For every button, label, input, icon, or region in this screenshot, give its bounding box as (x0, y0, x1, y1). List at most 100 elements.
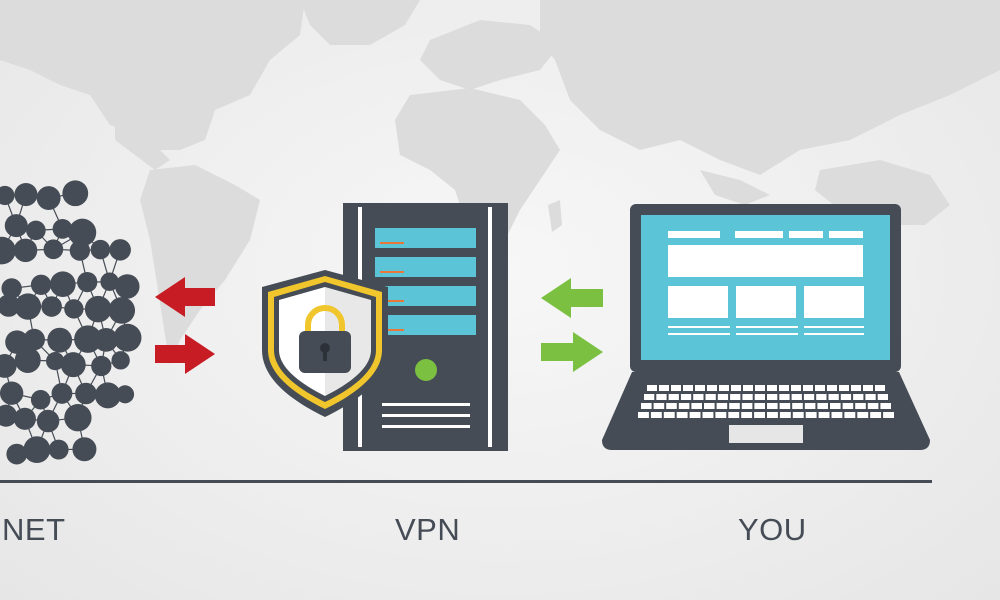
keyboard-key (767, 385, 777, 391)
screen-text-line-3 (736, 326, 798, 328)
keyboard-key (839, 385, 849, 391)
network-node (4, 214, 28, 238)
network-node (91, 355, 112, 377)
keyboard-key (779, 385, 789, 391)
network-node (6, 443, 28, 465)
red-arrow-left-icon (155, 277, 215, 317)
you-label: YOU (738, 512, 807, 547)
network-node (68, 218, 97, 247)
network-node (0, 236, 16, 265)
network-node (23, 436, 51, 464)
keyboard-key (719, 385, 729, 391)
keyboard-key (717, 394, 729, 400)
keyboard-key (842, 403, 854, 409)
keyboard-key (827, 385, 837, 391)
server-vent-1 (382, 403, 470, 406)
keyboard-key (855, 403, 866, 409)
keyboard-key (815, 385, 825, 391)
map-africa (395, 88, 560, 245)
keyboard-key (875, 385, 885, 391)
keyboard-key (767, 403, 778, 409)
network-node (94, 327, 118, 352)
network-node (1, 278, 22, 299)
network-node (41, 296, 62, 317)
map-north-america (0, 0, 305, 150)
keyboard-key (680, 394, 692, 400)
network-node (115, 274, 140, 299)
screen-card-1 (668, 286, 728, 318)
keyboard-key (716, 403, 728, 409)
padlock-shackle (305, 305, 345, 333)
keyboard-key (730, 394, 741, 400)
server-power-light (415, 359, 437, 381)
keyboard-key (880, 403, 891, 409)
server-drive-led-4 (380, 329, 404, 331)
network-node (0, 404, 18, 427)
keyboard-key (666, 403, 677, 409)
screen-text-line-2 (668, 333, 730, 335)
network-node (46, 351, 65, 371)
map-europe (420, 20, 560, 90)
keyboard-key (641, 403, 652, 409)
server-drive-led-1 (380, 242, 404, 244)
screen-hero-banner (668, 245, 863, 277)
server-drive-led-3 (380, 300, 404, 302)
keyboard-key (754, 394, 765, 400)
screen-text-line-1 (668, 326, 730, 328)
keyboard-key (650, 412, 662, 418)
keyboard-key (656, 394, 667, 400)
map-southeast-asia (700, 170, 770, 205)
screen-text-line-6 (804, 333, 864, 335)
network-node (60, 352, 86, 378)
keyboard-key (754, 403, 765, 409)
server-vent-2 (382, 414, 470, 417)
keyboard-key (754, 412, 765, 418)
server-drive-1 (375, 228, 476, 248)
network-node (52, 219, 73, 239)
keyboard-key (647, 385, 657, 391)
vpn-label: VPN (395, 512, 461, 547)
screen-nav-item-3 (829, 231, 863, 238)
network-node (14, 293, 42, 320)
network-node (84, 295, 112, 323)
keyboard-key (644, 394, 655, 400)
network-node (30, 274, 52, 295)
map-central-america (115, 120, 170, 170)
screen-nav-item-1 (735, 231, 783, 238)
padlock-keyhole (320, 343, 330, 353)
network-node (0, 354, 17, 378)
laptop-keyboard (638, 385, 894, 418)
network-node (0, 381, 24, 405)
keyboard-key (704, 403, 715, 409)
keyboard-key (851, 385, 861, 391)
network-node (36, 186, 61, 210)
green-arrow-right-icon (541, 332, 603, 372)
network-node (48, 439, 69, 460)
network-node (64, 404, 92, 432)
network-node (109, 239, 131, 261)
keyboard-key (678, 403, 690, 409)
keyboard-key (668, 394, 679, 400)
keyboard-key (731, 385, 741, 391)
laptop-icon (602, 204, 930, 450)
screen-nav-item-2 (789, 231, 823, 238)
keyboard-key (877, 394, 888, 400)
keyboard-key (803, 394, 815, 400)
keyboard-key (818, 412, 830, 418)
keyboard-key (853, 394, 864, 400)
server-drive-2 (375, 257, 476, 277)
network-node (26, 220, 46, 241)
internet-label: NET (2, 512, 66, 547)
red-arrow-right-icon (155, 334, 215, 374)
keyboard-key (840, 394, 852, 400)
network-node (0, 185, 15, 206)
screen-card-3 (804, 286, 864, 318)
keyboard-key (638, 412, 649, 418)
keyboard-key (863, 385, 873, 391)
keyboard-key (693, 394, 704, 400)
map-greenland (300, 0, 420, 45)
network-node (77, 271, 98, 293)
keyboard-key (741, 403, 753, 409)
keyboard-key (743, 385, 753, 391)
keyboard-key (830, 403, 841, 409)
